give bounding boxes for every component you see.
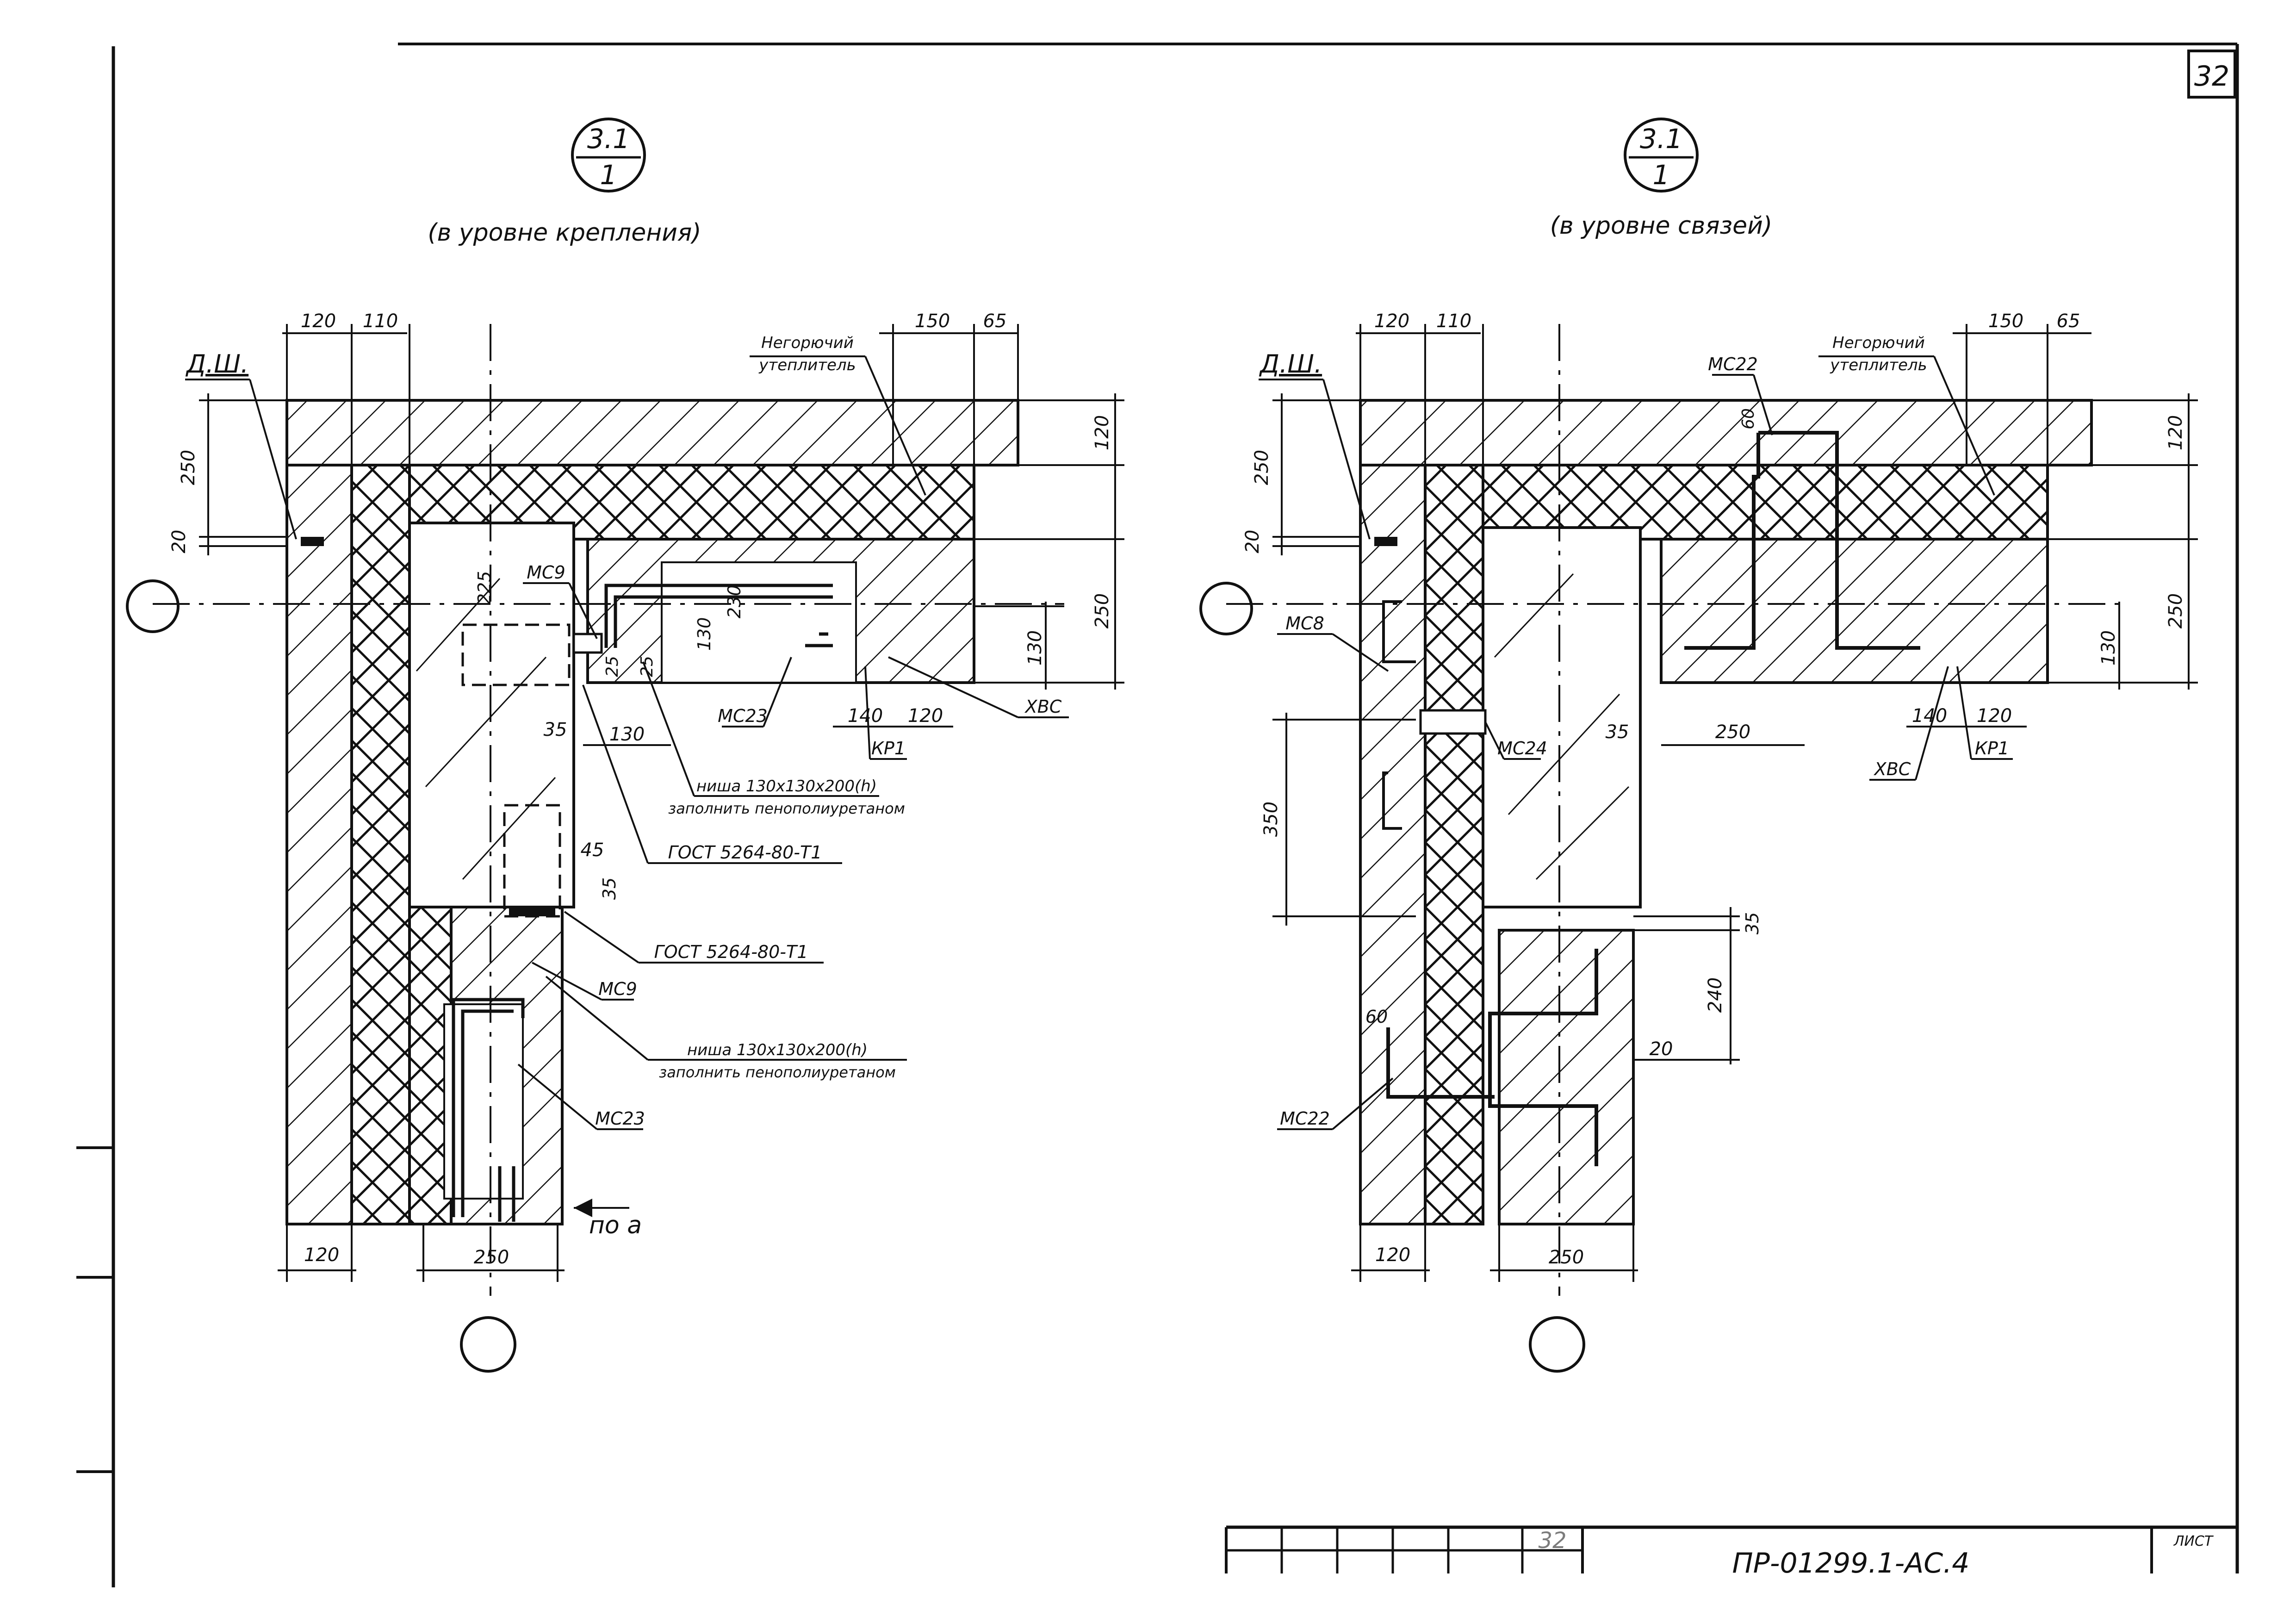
dim-label: 20 <box>1242 530 1263 553</box>
view-left: 3.1 1 (в уровне крепления) <box>126 118 1124 1373</box>
dim-label: 20 <box>168 530 190 553</box>
section-number: 3.1 <box>1640 123 1682 155</box>
document-code: ПР-01299.1-АС.4 <box>1732 1547 1970 1579</box>
dim-label: 150 <box>915 311 950 332</box>
dim-label: 250 <box>1715 721 1750 743</box>
dim-label: 140 <box>1912 705 1947 727</box>
dim-label: 35 <box>1606 721 1629 743</box>
label-mc9: МС9 <box>598 979 637 999</box>
sheet-frame <box>76 43 2239 1587</box>
label-niche: ниша 130х130х200(h) <box>696 777 877 796</box>
dim-label: 35 <box>1742 912 1762 934</box>
dim-label: 65 <box>983 311 1007 332</box>
dim-label: 35 <box>544 719 567 740</box>
label-hvs: ХВС <box>1024 696 1062 717</box>
dim-label: 60 <box>1365 1007 1388 1027</box>
label-niche-fill: заполнить пенополиуретаном <box>668 800 905 817</box>
axis-bubble-bottom <box>460 1316 516 1373</box>
dim-label: 350 <box>1260 802 1282 837</box>
view-caption-right: (в уровне связей) <box>1550 212 1772 240</box>
dim-label: 120 <box>1977 705 2012 727</box>
dim-label: 65 <box>2057 311 2080 332</box>
label-mc22: МС22 <box>1280 1108 1330 1129</box>
label-insulation: Негорючий <box>1832 334 1925 352</box>
label-niche-fill: заполнить пенополиуретаном <box>659 1063 896 1081</box>
label-mc23: МС23 <box>595 1108 645 1129</box>
sheet-number: 32 <box>2194 60 2229 93</box>
dim-label: 130 <box>1024 630 1046 665</box>
label-hvs: ХВС <box>1874 759 1911 779</box>
axis-bubble-left <box>126 579 180 633</box>
dim-label: 120 <box>304 1244 339 1266</box>
dim-label: 250 <box>2165 593 2186 628</box>
title-block: 32 ПР-01299.1-АС.4 ЛИСТ <box>1225 1525 2237 1579</box>
dim-label: 225 <box>474 571 495 605</box>
dim-label: 130 <box>609 724 645 745</box>
label-view-direction: по а <box>589 1212 642 1239</box>
dim-label: 60 <box>1739 408 1758 429</box>
dim-label: 250 <box>1251 450 1272 485</box>
dim-label: 150 <box>1988 311 2023 332</box>
dim-label: 130 <box>2098 630 2119 665</box>
label-dsh: Д.Ш. <box>186 349 248 379</box>
label-niche: ниша 130х130х200(h) <box>687 1041 868 1059</box>
section-sheet: 1 <box>1653 159 1670 191</box>
insulation-vertical <box>350 464 411 1225</box>
label-mc22: МС22 <box>1708 354 1758 374</box>
concrete-wall-outer <box>285 464 353 1225</box>
view-right: 3.1 1 (в уровне связей) <box>1199 118 2198 1373</box>
section-number: 3.1 <box>587 123 630 155</box>
sheet-number-box: 32 <box>2187 50 2236 99</box>
stamp-small-number: 32 <box>1538 1528 1566 1554</box>
dim-label: 120 <box>1375 1244 1410 1266</box>
dim-label: 120 <box>1374 311 1409 332</box>
dim-label: 240 <box>1705 977 1726 1013</box>
label-mc24: МС24 <box>1497 738 1547 759</box>
dim-label: 20 <box>1650 1038 1673 1060</box>
dim-label: 120 <box>301 311 336 332</box>
dim-label: 250 <box>1549 1247 1584 1268</box>
section-marker-left: 3.1 1 <box>571 118 646 193</box>
section-marker-right: 3.1 1 <box>1624 118 1699 193</box>
dim-label: 130 <box>694 617 714 651</box>
label-dsh: Д.Ш. <box>1259 349 1322 379</box>
dim-label: 120 <box>908 705 943 727</box>
dim-label: 140 <box>848 705 883 727</box>
label-mc9: МС9 <box>527 562 565 583</box>
dim-label: 25 <box>603 656 622 677</box>
dim-label: 250 <box>1092 593 1113 628</box>
dim-label: 120 <box>1092 415 1113 450</box>
label-kr1: КР1 <box>1975 738 2009 759</box>
label-insulation: утеплитель <box>1830 356 1927 374</box>
dim-label: 120 <box>2165 415 2186 450</box>
dim-label: 35 <box>599 877 620 900</box>
label-kr1: КР1 <box>871 738 906 759</box>
dim-label: 230 <box>724 585 745 619</box>
dim-label: 110 <box>363 311 398 332</box>
dim-label: 250 <box>178 450 199 485</box>
dim-label: 45 <box>581 839 604 861</box>
list-label: ЛИСТ <box>2173 1533 2214 1549</box>
label-insulation: утеплитель <box>758 356 856 374</box>
label-gost: ГОСТ 5264-80-Т1 <box>668 842 822 863</box>
label-insulation: Негорючий <box>761 334 854 352</box>
dim-label: 110 <box>1436 311 1471 332</box>
view-caption-left: (в уровне крепления) <box>428 219 701 247</box>
label-mc8: МС8 <box>1285 613 1324 634</box>
label-gost: ГОСТ 5264-80-Т1 <box>654 942 808 962</box>
label-mc23: МС23 <box>718 706 768 726</box>
section-sheet: 1 <box>600 159 617 191</box>
dim-label: 250 <box>474 1247 509 1268</box>
